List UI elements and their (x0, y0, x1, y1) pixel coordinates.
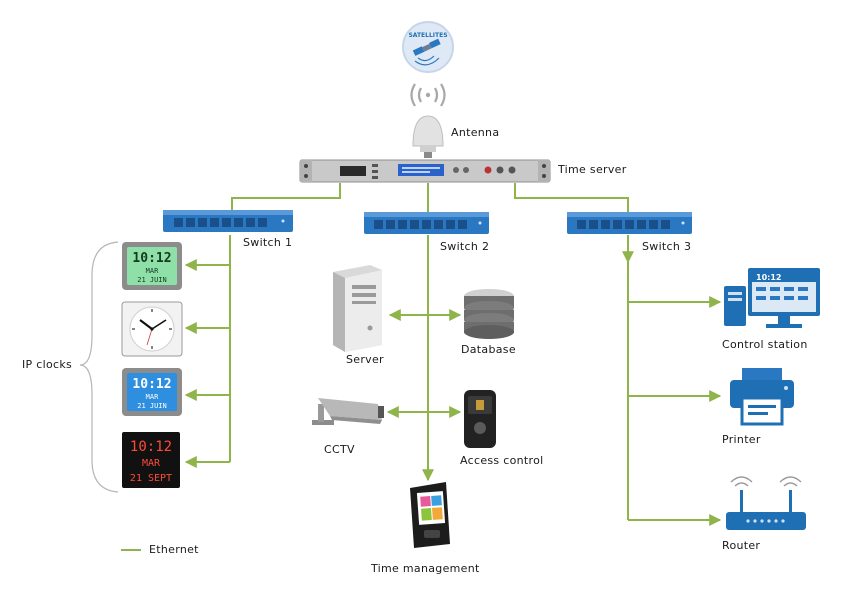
switch-3-label: Switch 3 (642, 240, 692, 253)
access-control-label: Access control (460, 454, 544, 467)
switch-2-icon (364, 212, 489, 234)
time-management-label: Time management (371, 562, 480, 575)
satellite-label: SATELLITES (408, 32, 447, 39)
clock-1-day: MAR (146, 267, 159, 275)
clock-lcd-green: 10:12 MAR 21 JUIN (122, 242, 182, 290)
clock-1-date: 21 JUIN (137, 276, 167, 284)
clock-led-red: 10:12 MAR 21 SEPT (122, 432, 180, 488)
radio-waves-icon (410, 83, 446, 107)
control-station-icon: 10:12 (724, 268, 820, 328)
server-label: Server (346, 353, 384, 366)
clock-1-time: 10:12 (132, 251, 171, 266)
clock-4-date: 21 SEPT (130, 473, 172, 484)
database-label: Database (461, 343, 516, 356)
router-icon (726, 476, 806, 530)
cctv-label: CCTV (324, 443, 355, 456)
clock-3-time: 10:12 (132, 377, 171, 392)
clock-3-day: MAR (146, 393, 159, 401)
clock-4-time: 10:12 (130, 439, 172, 455)
database-icon (464, 289, 514, 339)
printer-icon (730, 368, 794, 426)
control-station-label: Control station (722, 338, 808, 351)
server-icon (333, 265, 382, 352)
ip-clocks-bracket (79, 241, 119, 493)
ip-clocks-label: IP clocks (22, 358, 73, 371)
antenna-icon (412, 115, 444, 158)
clock-3-date: 21 JUIN (137, 402, 167, 410)
cctv-icon (312, 398, 384, 425)
switch-3-icon (567, 212, 692, 234)
antenna-label: Antenna (451, 126, 500, 139)
clock-analog (121, 301, 183, 357)
printer-label: Printer (722, 433, 761, 446)
switch-1-icon (163, 210, 293, 232)
access-control-icon (464, 390, 496, 448)
ethernet-links (184, 183, 722, 526)
time-server-icon (299, 159, 551, 183)
satellite-icon: SATELLITES (402, 21, 454, 73)
link-server-switch3 (514, 183, 629, 212)
switch-2-label: Switch 2 (440, 240, 490, 253)
router-label: Router (722, 539, 761, 552)
clock-lcd-blue: 10:12 MAR 21 JUIN (122, 368, 182, 416)
switch-1-label: Switch 1 (243, 236, 293, 249)
clock-4-day: MAR (142, 458, 161, 469)
time-management-icon (410, 482, 450, 548)
link-server-switch1 (231, 183, 341, 212)
control-station-time: 10:12 (756, 273, 781, 282)
time-server-label: Time server (558, 163, 627, 176)
legend-ethernet-label: Ethernet (149, 543, 199, 556)
